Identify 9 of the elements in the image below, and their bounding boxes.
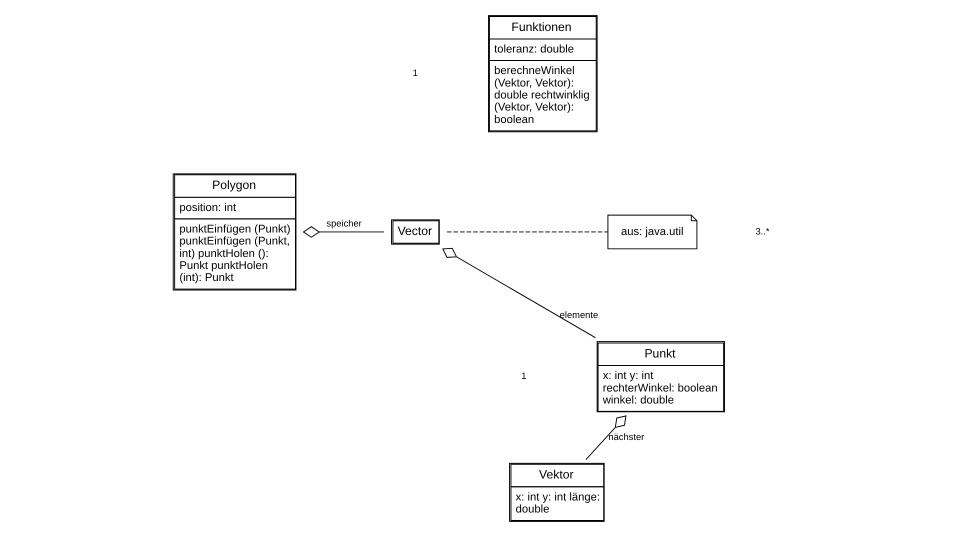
- label: 1: [520, 371, 526, 382]
- label: 1: [412, 68, 418, 78]
- edge-label: nächster: [608, 432, 644, 442]
- connector: [442, 248, 596, 338]
- connector: [585, 415, 626, 460]
- edge-label: elemente: [559, 310, 598, 320]
- connector: [302, 226, 384, 238]
- edge-label: speicher: [326, 218, 362, 228]
- label: 3..*: [754, 226, 770, 236]
